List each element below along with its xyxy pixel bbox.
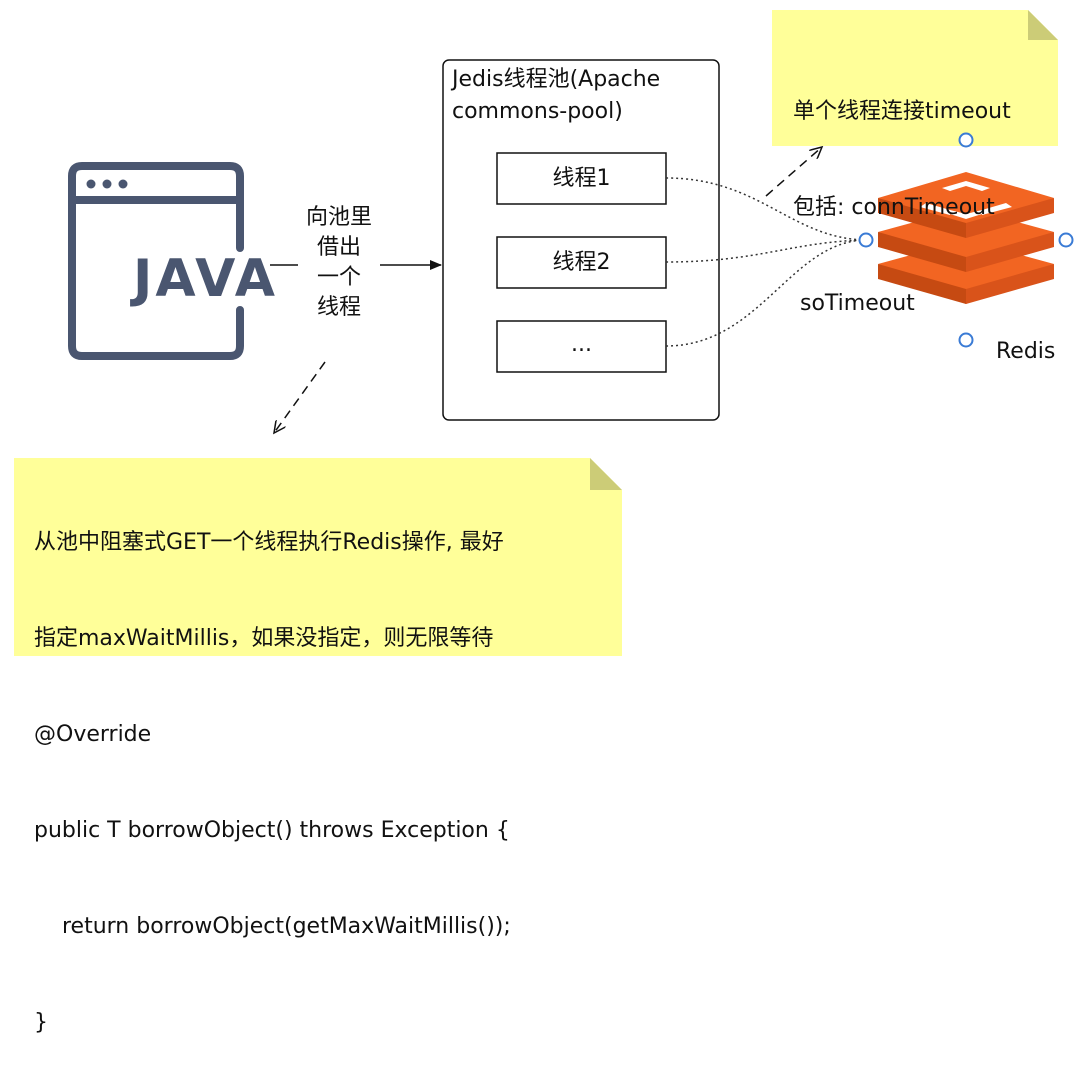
timeout-note-line: 包括: connTimeout [793, 195, 995, 220]
borrow-note-line: 指定maxWaitMillis，如果没指定，则无限等待 [34, 626, 494, 651]
connection-line-3 [665, 239, 866, 347]
borrow-note-line: @Override [34, 722, 152, 747]
borrow-label-line: 借出 [316, 235, 361, 260]
pool-title: Jedis线程池(Apache commons-pool) [452, 64, 660, 128]
borrow-note-line: 从池中阻塞式GET一个线程执行Redis操作, 最好 [34, 530, 504, 555]
borrow-note-line: } [34, 1010, 48, 1035]
timeout-note-shape[interactable] [772, 10, 1058, 146]
thread-label-1: 线程1 [552, 166, 611, 191]
borrow-note-arrow [274, 361, 326, 433]
borrow-label-line: 线程 [316, 295, 361, 320]
borrow-note-line: public T borrowObject() throws Exception… [34, 818, 510, 843]
timeout-note-text: 单个线程连接timeout 包括: connTimeout soTimeout [793, 32, 1011, 352]
timeout-note-line: 单个线程连接timeout [793, 99, 1011, 124]
pool-title-line: Jedis线程池(Apache [452, 67, 661, 92]
redis-handle-bottom[interactable] [958, 332, 974, 348]
redis-label: Redis [996, 339, 1056, 364]
timeout-note-arrow [765, 147, 822, 197]
borrow-label-line: 一个 [316, 265, 361, 290]
thread-box-2[interactable] [496, 236, 667, 289]
thread-box-1[interactable] [496, 152, 667, 205]
redis-logo-icon[interactable] [878, 172, 1054, 304]
borrow-note-shape[interactable] [14, 458, 622, 656]
pool-title-line: commons-pool) [452, 99, 623, 124]
thread-label-2: 线程2 [552, 250, 611, 275]
timeout-note-line: soTimeout [793, 291, 915, 316]
thread-box-3[interactable] [496, 320, 667, 373]
borrow-note-text: 从池中阻塞式GET一个线程执行Redis操作, 最好 指定maxWaitMill… [34, 463, 511, 1071]
borrow-label-line: 向池里 [305, 205, 372, 230]
browser-window-icon [68, 162, 244, 360]
borrow-label: 向池里 借出 一个 线程 [294, 203, 384, 323]
borrow-note-line: return borrowObject(getMaxWaitMillis()); [34, 914, 511, 939]
redis-handle-top[interactable] [958, 132, 974, 148]
redis-handle-right[interactable] [1058, 232, 1074, 248]
connection-line-2 [665, 239, 866, 263]
java-label: JAVA [130, 249, 278, 309]
thread-label-3: ... [571, 332, 592, 357]
redis-handle-left[interactable] [858, 232, 874, 248]
